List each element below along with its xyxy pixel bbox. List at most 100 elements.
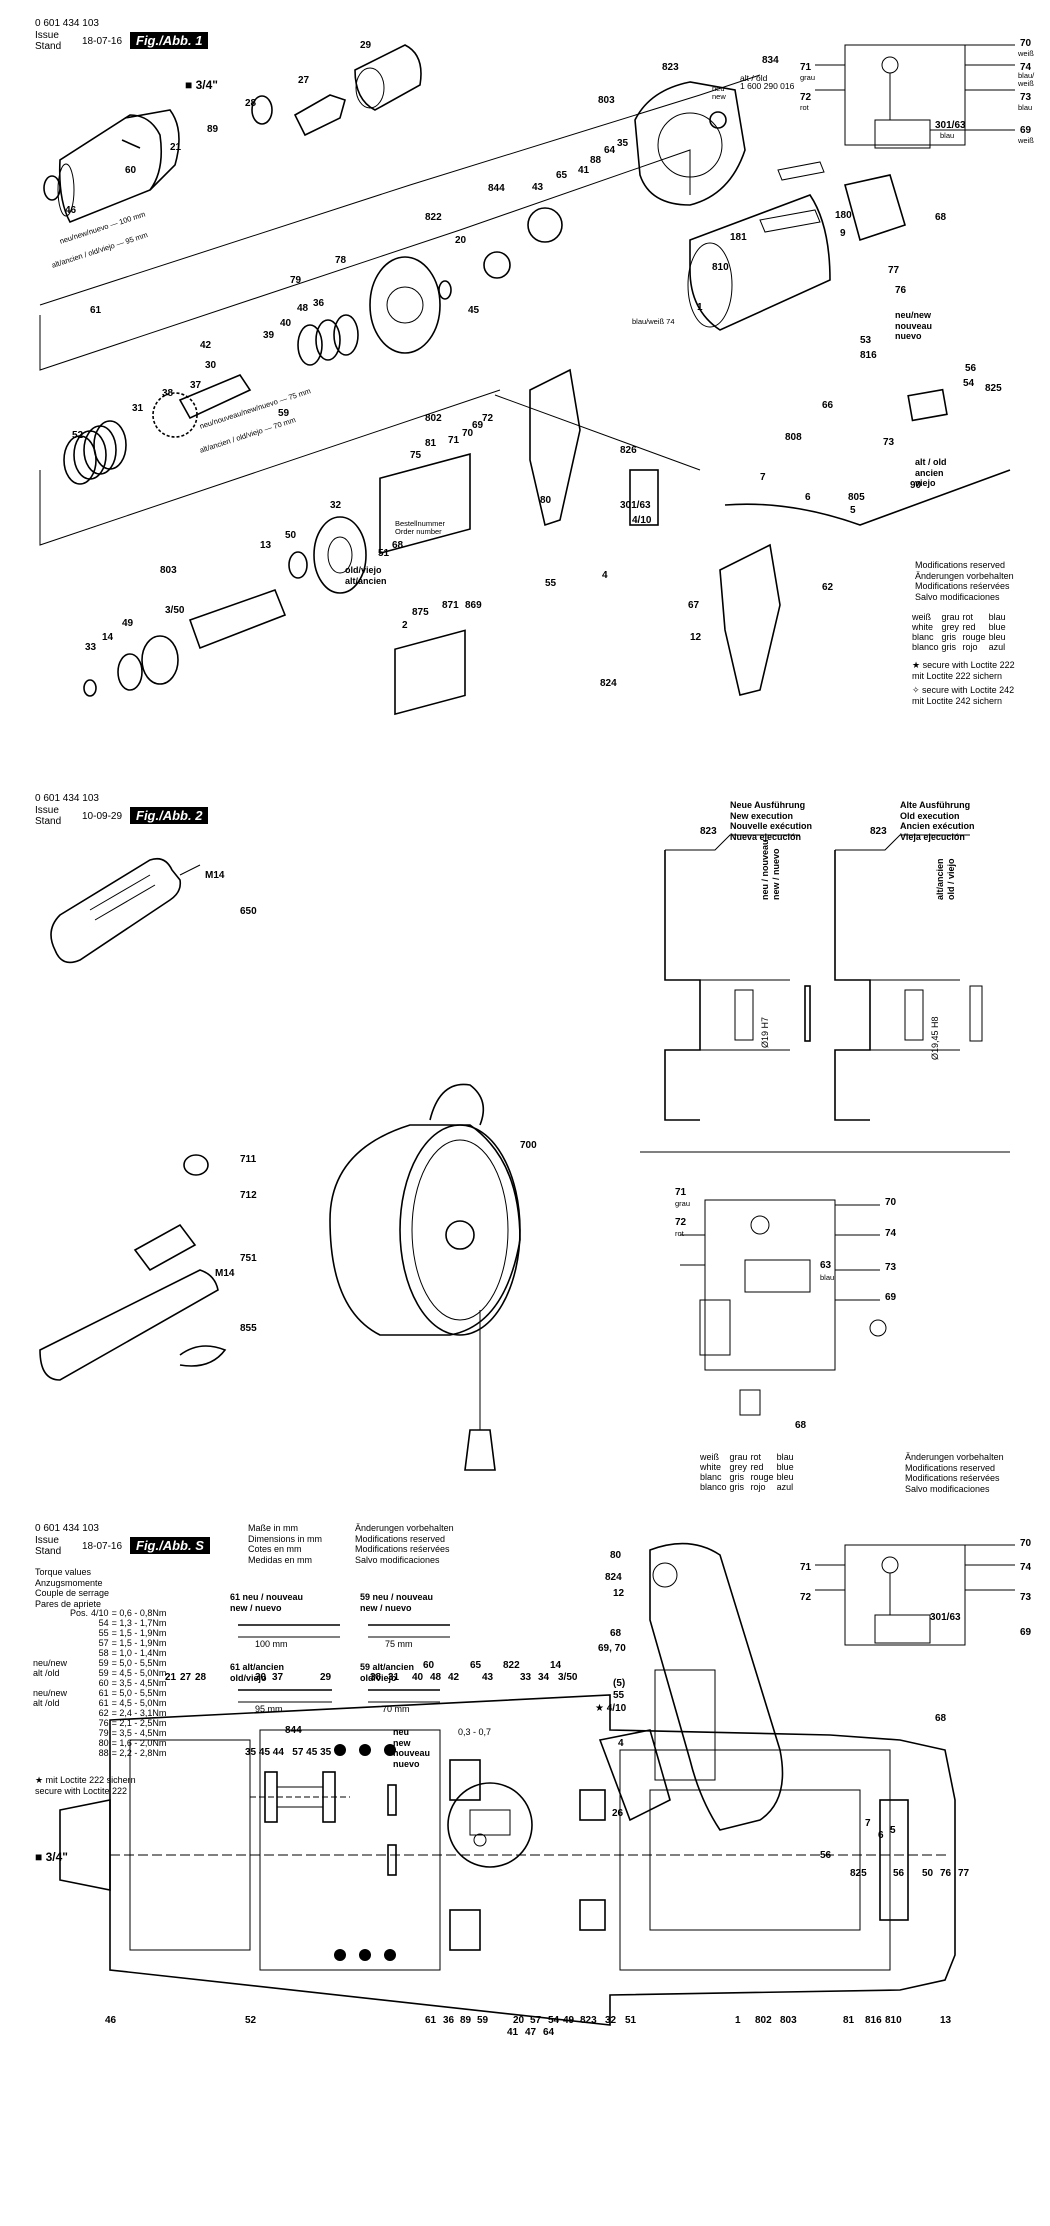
callout-28: 28 bbox=[245, 98, 257, 109]
fig2-c70: 70 bbox=[885, 1197, 897, 1208]
fig2-issue-label: Issue bbox=[35, 805, 59, 816]
part-60-screw bbox=[121, 139, 141, 149]
figS-bot-810: 810 bbox=[885, 2015, 902, 2026]
part-844-gear bbox=[483, 251, 511, 279]
callout-81: 81 bbox=[425, 438, 437, 449]
figS-top-60: 60 bbox=[423, 1660, 435, 1671]
figS-bot-41: 41 bbox=[507, 2027, 519, 2038]
star-icon: ★ bbox=[912, 660, 923, 670]
part-43-gear bbox=[527, 207, 563, 243]
figS-c72: 72 bbox=[800, 1592, 812, 1603]
fig2-823-old: 823 bbox=[870, 826, 887, 837]
fig1-neu-new: neu new bbox=[712, 84, 726, 101]
figS-844-row: 35 45 44 57 45 35 bbox=[245, 1747, 332, 1758]
figS-bot-803: 803 bbox=[780, 2015, 797, 2026]
callout-9: 9 bbox=[840, 228, 846, 239]
figS-seal-detail bbox=[387, 1782, 533, 1876]
callout-65: 65 bbox=[556, 170, 568, 181]
part-39-ring bbox=[297, 324, 323, 366]
callout-89: 89 bbox=[207, 124, 219, 135]
figS-nose bbox=[129, 1739, 251, 1951]
part-48-ring bbox=[333, 314, 359, 356]
callout-875: 875 bbox=[412, 607, 429, 618]
fig2-alt-old: alt/ancien old / viejo bbox=[935, 858, 956, 900]
callout-13: 13 bbox=[260, 540, 272, 551]
figS-bot-13: 13 bbox=[940, 2015, 952, 2026]
callout-29: 29 bbox=[360, 40, 372, 51]
callout-181: 181 bbox=[730, 232, 747, 243]
figS-59-new: 59 neu / nouveau new / nuevo bbox=[360, 1592, 434, 1613]
figS-bot-57: 57 bbox=[530, 2015, 542, 2026]
callout-72: 72 bbox=[482, 413, 494, 424]
figS-side-26: 26 bbox=[612, 1808, 624, 1819]
callout-5: 5 bbox=[850, 505, 856, 516]
figS-61-old: 61 alt/ancien old/viejo bbox=[230, 1662, 285, 1683]
callout-36: 36 bbox=[313, 298, 325, 309]
figS-top-27: 27 bbox=[180, 1672, 192, 1683]
fig1-loctite-242: ✧ secure with Loctite 242 mit Loctite 24… bbox=[912, 685, 1015, 706]
fig2-m14-b: M14 bbox=[215, 1268, 235, 1279]
figS-dim-03: 0,3 - 0,7 bbox=[458, 1727, 492, 1737]
fig2-c73: 73 bbox=[885, 1262, 897, 1273]
callout-60: 60 bbox=[125, 165, 137, 176]
fig1-alt-old-part: alt / old 1 600 290 016 bbox=[740, 73, 795, 91]
callout-1: 1 bbox=[697, 302, 703, 313]
figS-c301: 301/63 bbox=[930, 1612, 961, 1623]
figS-side-77: 77 bbox=[958, 1868, 970, 1879]
callout-43: 43 bbox=[532, 182, 544, 193]
star-outline-icon: ✧ bbox=[912, 685, 923, 695]
figS-top-30: 30 bbox=[255, 1672, 267, 1683]
callout-59: 59 bbox=[278, 408, 290, 419]
callout-31: 31 bbox=[132, 403, 144, 414]
part-700-balancer bbox=[329, 1083, 521, 1471]
callout-71: 71 bbox=[448, 435, 460, 446]
figS-screw-80 bbox=[652, 1562, 678, 1588]
fig1-c73c: blau bbox=[1018, 103, 1033, 112]
fig1-c69c: weiß bbox=[1018, 136, 1034, 145]
fig2-c71c: grau bbox=[675, 1199, 691, 1208]
part-181-label bbox=[759, 209, 821, 233]
part-32-fan-housing bbox=[313, 516, 367, 594]
fig1-issue-label: Issue bbox=[35, 30, 59, 41]
fig2-c63: 63 bbox=[820, 1260, 832, 1271]
figS-bot-51: 51 bbox=[625, 2015, 637, 2026]
figS-side-4: 4 bbox=[618, 1738, 624, 1749]
figS-bot-64: 64 bbox=[543, 2027, 555, 2038]
callout-14: 14 bbox=[102, 632, 114, 643]
fig1-c301: 301/63 bbox=[935, 120, 966, 131]
callout-49: 49 bbox=[122, 618, 134, 629]
fig2-dia-new: Ø19 H7 bbox=[760, 1016, 770, 1048]
figS-59-old: 59 alt/ancien old/viejo bbox=[360, 1662, 415, 1683]
callout-803: 803 bbox=[598, 95, 615, 106]
figS-top-822: 822 bbox=[503, 1660, 520, 1671]
part-712-adapter bbox=[133, 1223, 197, 1272]
figS-c74: 74 bbox=[1020, 1562, 1032, 1573]
figS-bot-89: 89 bbox=[460, 2015, 472, 2026]
part-6-cable bbox=[724, 469, 1011, 526]
new-execution-section bbox=[664, 834, 811, 1121]
callout-711: 711 bbox=[240, 1154, 257, 1165]
part-823-gear-housing bbox=[634, 81, 746, 206]
callout-301-63: 301/63 bbox=[620, 500, 651, 511]
callout-54: 54 bbox=[963, 378, 975, 389]
part-803-fan bbox=[141, 635, 179, 685]
fig2-label: Fig./Abb. 2 bbox=[130, 807, 209, 824]
figS-mm95: 95 mm bbox=[255, 1704, 283, 1714]
figS-top-21: 21 bbox=[165, 1672, 177, 1683]
callout-79: 79 bbox=[290, 275, 302, 286]
callout-37: 37 bbox=[190, 380, 202, 391]
callout-66: 66 bbox=[822, 400, 834, 411]
fig1-exploded-view bbox=[39, 44, 1011, 716]
callout-42: 42 bbox=[200, 340, 212, 351]
figS-bot-61: 61 bbox=[425, 2015, 437, 2026]
figS-label: Fig./Abb. S bbox=[130, 1537, 210, 1554]
callout-88: 88 bbox=[590, 155, 602, 166]
part-21-front bbox=[57, 163, 75, 217]
figS-side-68: 68 bbox=[610, 1628, 622, 1639]
fig1-c70: 70 bbox=[1020, 38, 1032, 49]
figS-bot-1: 1 bbox=[735, 2015, 741, 2026]
callout-76: 76 bbox=[895, 285, 907, 296]
callout-7: 7 bbox=[760, 472, 766, 483]
figS-doc-number: 0 601 434 103 bbox=[35, 1523, 99, 1534]
figS-top-40: 40 bbox=[412, 1672, 424, 1683]
